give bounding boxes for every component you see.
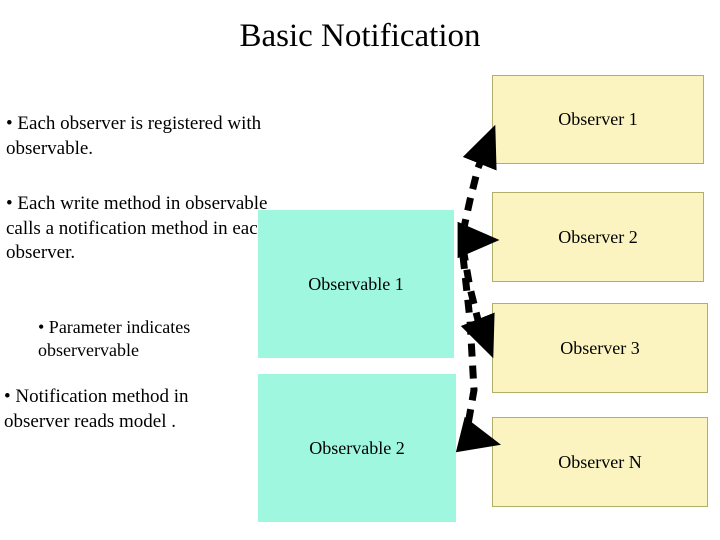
arrow-observable1-to-observer1 bbox=[459, 124, 497, 233]
bullet-item-3: • Parameter indicates observervable bbox=[38, 317, 191, 361]
observer-box-1-label: Observer 1 bbox=[558, 109, 638, 129]
bullet-item-2: • Each write method in observable calls … bbox=[6, 193, 268, 264]
observable-box-1: Observable 1 bbox=[258, 210, 454, 358]
observer-box-3-label: Observer 3 bbox=[560, 337, 640, 358]
observer-box-2-label: Observer 2 bbox=[558, 226, 638, 247]
observer-box-2: Observer 2 bbox=[492, 192, 704, 282]
page-title: Basic Notification bbox=[239, 18, 481, 54]
observer-box-3: Observer 3 bbox=[492, 303, 708, 393]
observable-box-2: Observable 2 bbox=[258, 374, 456, 522]
observer-box-n-label: Observer N bbox=[558, 451, 642, 472]
observable-box-2-label: Observable 2 bbox=[309, 437, 405, 458]
observer-box-n: Observer N bbox=[492, 417, 708, 507]
bullet-item-4: • Notification method in observer reads … bbox=[4, 386, 189, 432]
observable-box-1-label: Observable 1 bbox=[308, 273, 404, 294]
arrow-observable1-to-observer3 bbox=[459, 247, 495, 359]
observer-box-1: Observer 1 bbox=[492, 75, 704, 164]
arrow-observable1-to-observern bbox=[455, 255, 502, 453]
bullet-item-1: • Each observer is registered with obser… bbox=[6, 113, 262, 159]
